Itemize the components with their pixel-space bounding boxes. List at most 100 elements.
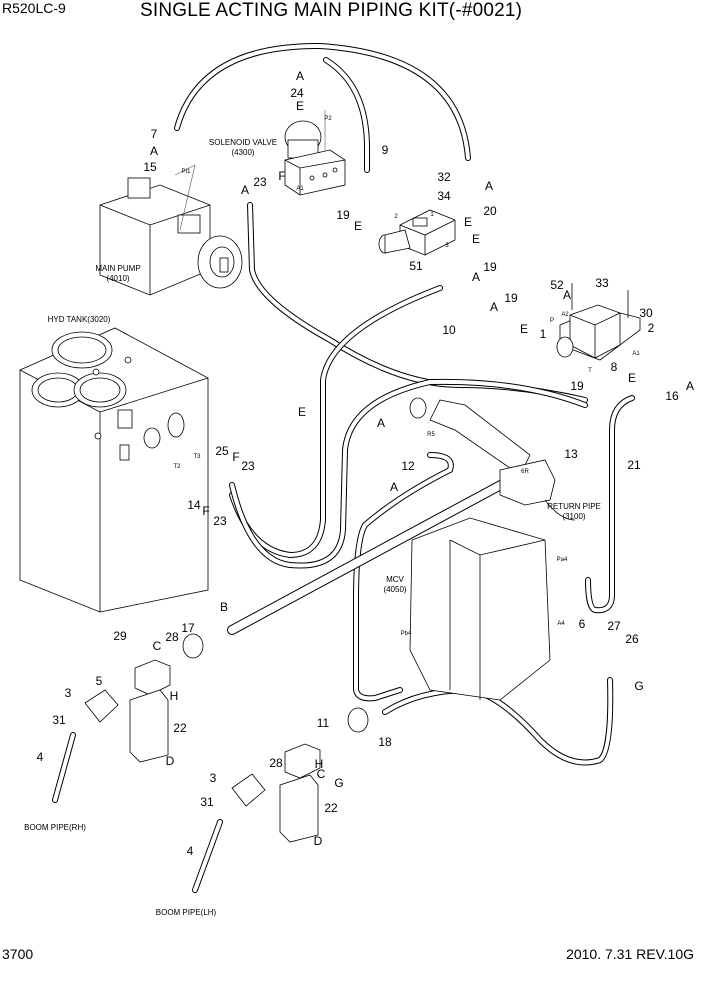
callout-14: 14 [187, 498, 201, 512]
callout-a: A [296, 69, 304, 83]
callout-e: E [464, 215, 472, 229]
callout-e: E [628, 371, 636, 385]
port-label-a1: A1 [296, 186, 304, 192]
callout-3: 3 [65, 686, 72, 700]
callout-2: 2 [648, 321, 655, 335]
callout-5: 5 [96, 674, 103, 688]
callout-24: 24 [290, 86, 304, 100]
callout-g: G [634, 679, 643, 693]
return-pipe-code: (3100) [562, 512, 585, 521]
callout-a: A [490, 300, 498, 314]
callout-27: 27 [607, 619, 621, 633]
port-label-2: 2 [394, 214, 398, 220]
callout-e: E [520, 322, 528, 336]
callout-a: A [390, 480, 398, 494]
page-number: 3700 [2, 946, 34, 962]
port-label-r5: R5 [427, 432, 435, 438]
port-label-a4: A4 [557, 621, 565, 627]
callout-51: 51 [409, 259, 423, 273]
callout-3: 3 [210, 771, 217, 785]
callout-19: 19 [336, 208, 350, 222]
boom-pipe-rh-label: BOOM PIPE(RH) [24, 823, 86, 832]
hyd-tank-label: HYD TANK(3020) [48, 315, 111, 324]
callout-28: 28 [269, 756, 283, 770]
callout-f: F [278, 169, 285, 183]
callout-1: 1 [540, 327, 547, 341]
callout-a: A [485, 179, 493, 193]
callout-31: 31 [52, 713, 66, 727]
callout-23: 23 [241, 459, 255, 473]
callout-a: A [377, 416, 385, 430]
callout-17: 17 [181, 621, 195, 635]
mcv-code: (4050) [383, 585, 406, 594]
callout-4: 4 [187, 844, 194, 858]
port-label-a1: A1 [632, 351, 640, 357]
callout-e: E [298, 405, 306, 419]
callout-21: 21 [627, 458, 641, 472]
port-label-p: P [550, 318, 554, 324]
port-label-pb4: Pb4 [401, 631, 412, 637]
block-3-lh [192, 707, 369, 893]
callout-23: 23 [253, 175, 267, 189]
callout-15: 15 [143, 160, 157, 174]
callout-28: 28 [165, 630, 179, 644]
callout-8: 8 [611, 360, 618, 374]
hoses [174, 42, 635, 766]
callout-f: F [202, 504, 209, 518]
callout-13: 13 [564, 447, 578, 461]
callout-29: 29 [113, 629, 127, 643]
boom-pipe-lh-label: BOOM PIPE(LH) [156, 908, 217, 917]
callout-g: G [334, 776, 343, 790]
port-label-t: T [588, 368, 592, 374]
callout-19: 19 [570, 379, 584, 393]
callout-31: 31 [200, 795, 214, 809]
valve-1 [556, 283, 641, 361]
hyd-tank [19, 327, 209, 613]
callout-19: 19 [483, 260, 497, 274]
port-label-pa4: Pa4 [557, 557, 568, 563]
callout-e: E [354, 219, 362, 233]
callout-26: 26 [625, 632, 639, 646]
callout-a: A [150, 144, 158, 158]
callout-d: D [166, 754, 175, 768]
port-label-t3: T3 [193, 454, 201, 460]
callout-f: F [232, 450, 239, 464]
callout-a: A [241, 183, 249, 197]
callout-7: 7 [151, 127, 158, 141]
block-51 [378, 209, 456, 256]
solenoid-valve [284, 110, 346, 196]
callout-c: C [153, 639, 162, 653]
callout-22: 22 [173, 721, 187, 735]
date-revision: 2010. 7.31 REV.10G [566, 946, 694, 962]
callout-18: 18 [378, 735, 392, 749]
main-pump-code: (4010) [106, 274, 129, 283]
callout-20: 20 [483, 204, 497, 218]
callout-e: E [296, 99, 304, 113]
mcv-label: MCV [386, 575, 404, 584]
callout-22: 22 [324, 801, 338, 815]
callout-a: A [686, 379, 694, 393]
main-pump [99, 164, 243, 296]
solenoid-valve-label: SOLENOID VALVE [209, 138, 277, 147]
callout-12: 12 [401, 459, 415, 473]
callout-4: 4 [37, 750, 44, 764]
callout-e: E [472, 232, 480, 246]
callout-h: H [170, 689, 179, 703]
solenoid-valve-code: (4300) [231, 148, 254, 157]
port-label-a2: A2 [561, 312, 569, 318]
callout-32: 32 [437, 170, 451, 184]
callout-b: B [220, 600, 228, 614]
return-pipe [409, 397, 576, 521]
port-label-1: 1 [430, 212, 434, 218]
mcv [409, 517, 551, 701]
callout-d: D [314, 834, 323, 848]
return-pipe-label: RETURN PIPE [547, 502, 601, 511]
callout-10: 10 [442, 323, 456, 337]
callout-34: 34 [437, 189, 451, 203]
port-label-3: 3 [445, 243, 449, 249]
model-name: R520LC-9 [2, 0, 66, 16]
main-pump-label: MAIN PUMP [95, 264, 140, 273]
callout-h: H [315, 757, 324, 771]
callout-25: 25 [215, 444, 229, 458]
